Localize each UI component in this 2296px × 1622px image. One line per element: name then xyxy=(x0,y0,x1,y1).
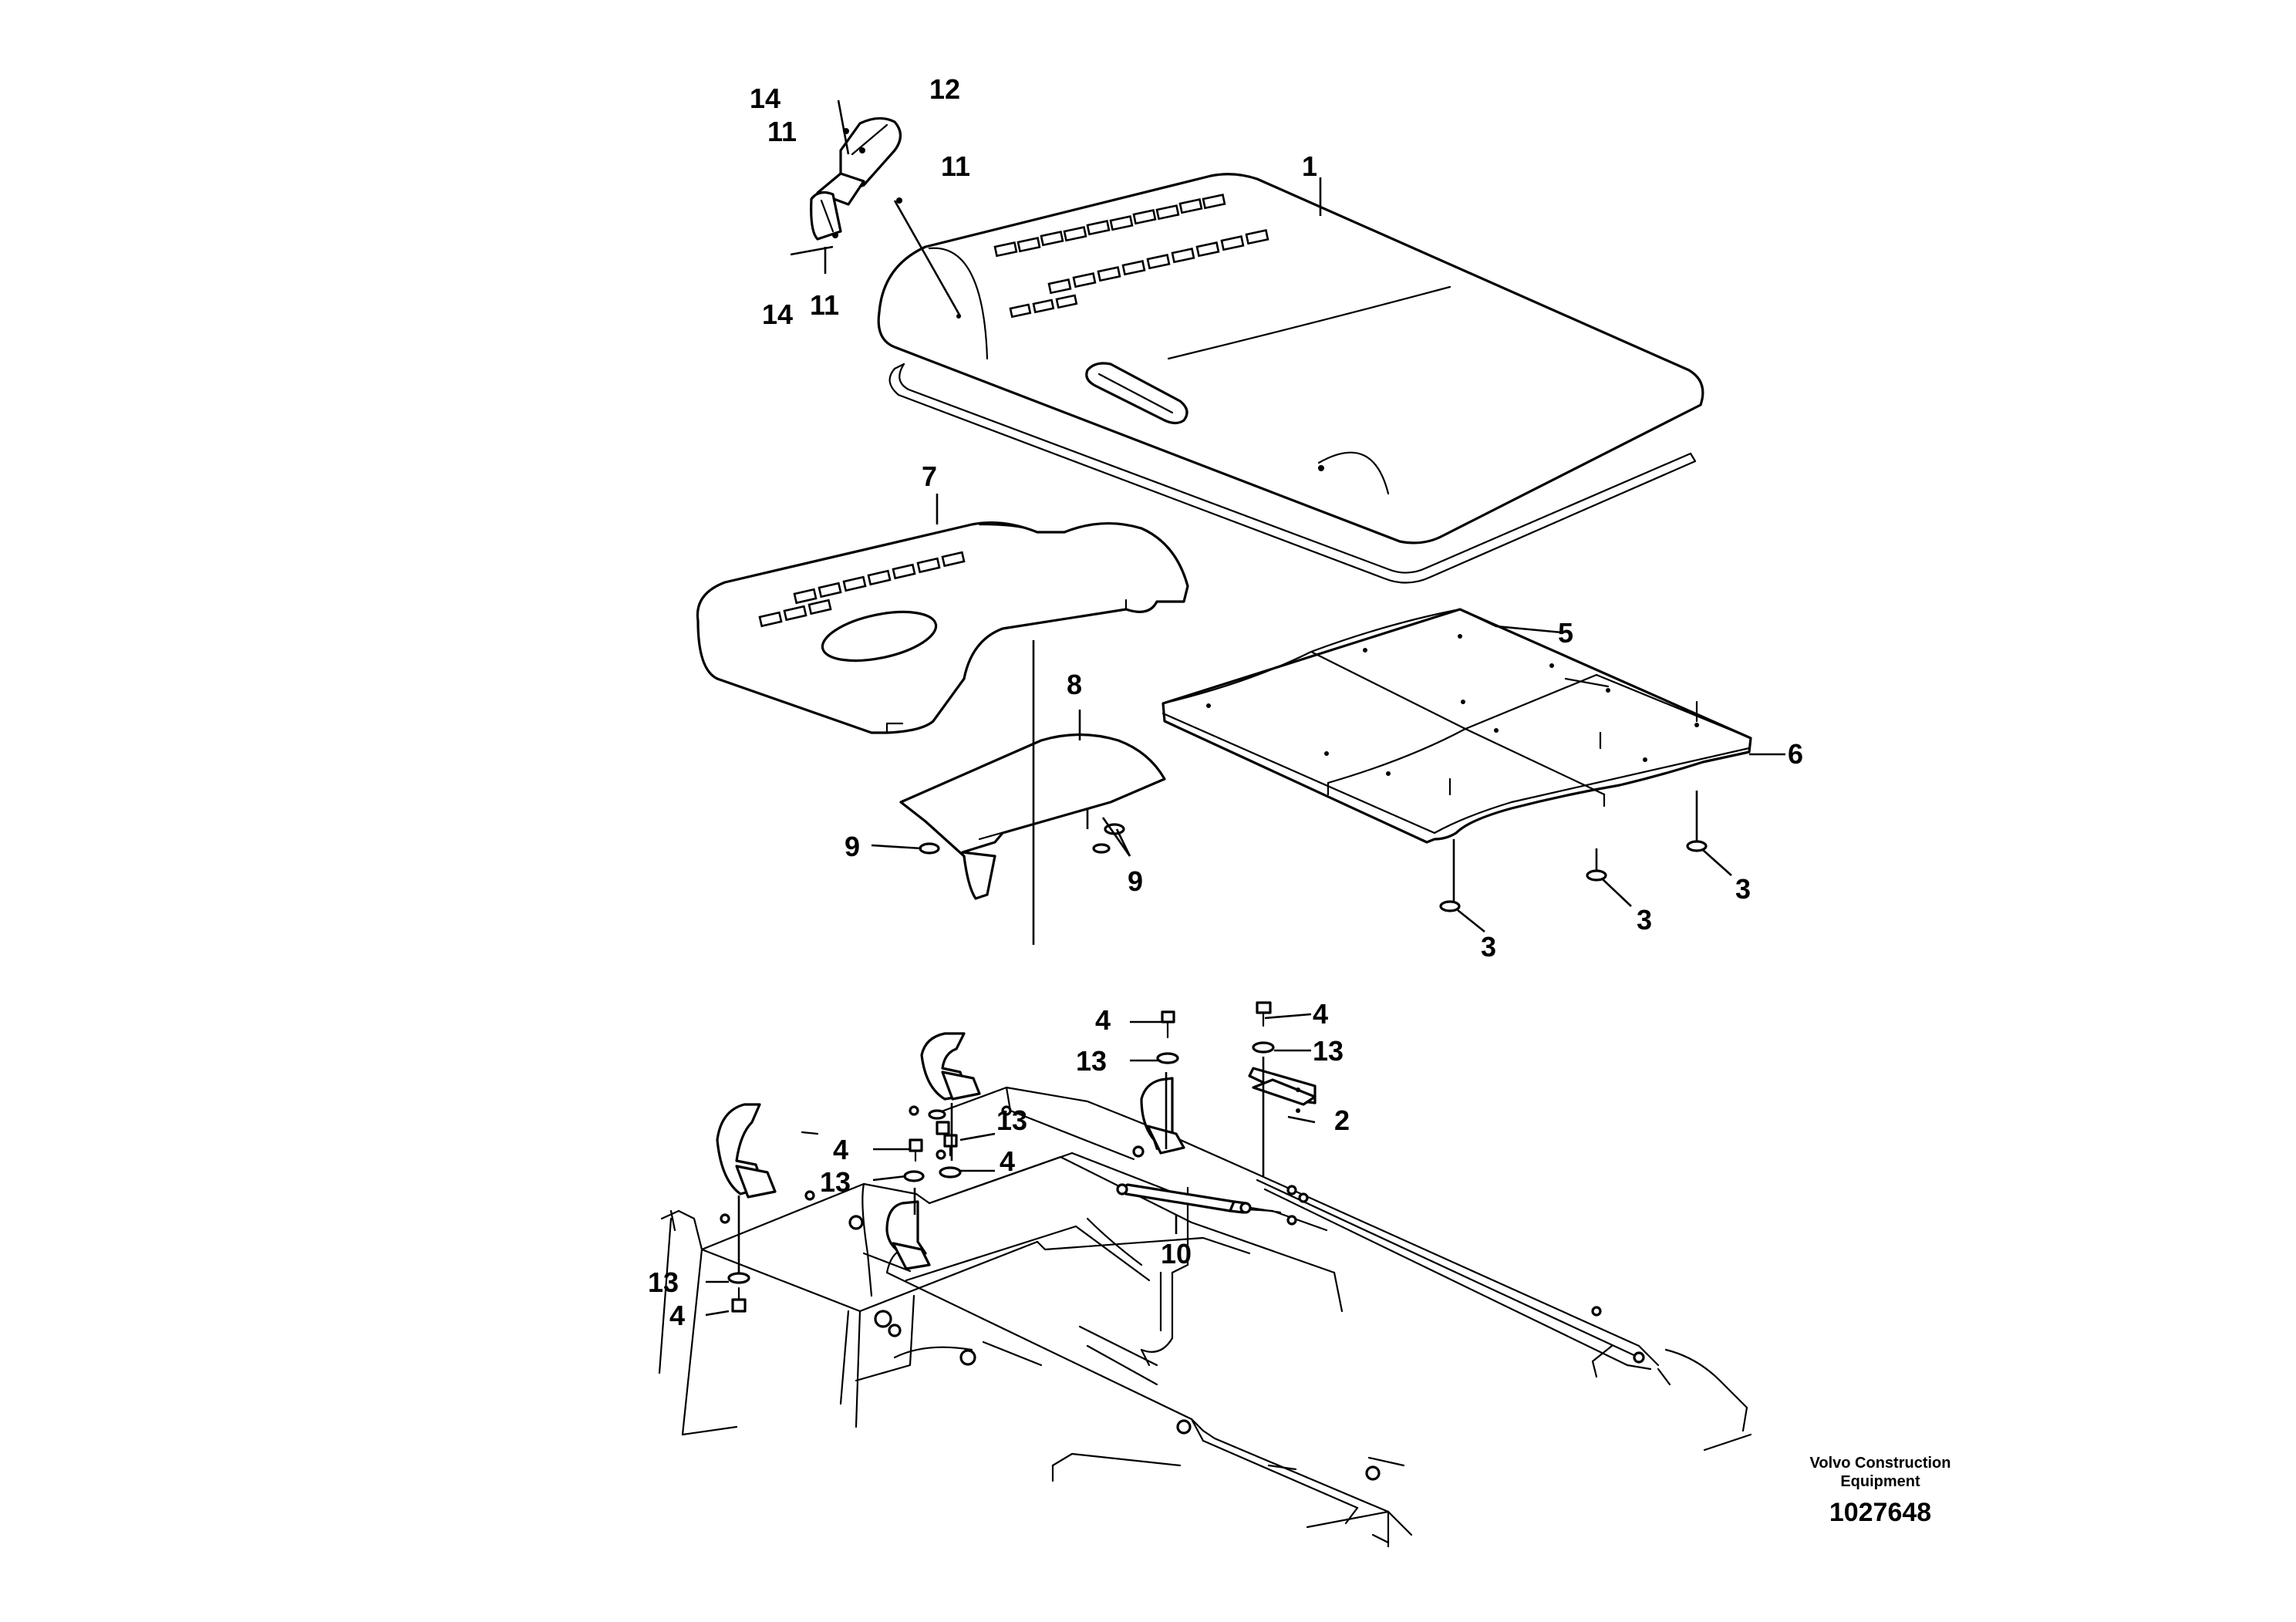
callout-14-top: 14 xyxy=(750,83,781,114)
callout-6: 6 xyxy=(1788,738,1803,770)
callout-13-c: 13 xyxy=(996,1104,1027,1136)
callout-4-b: 4 xyxy=(1313,998,1328,1030)
footer-block: Volvo Construction Equipment 1027648 xyxy=(1810,1455,1951,1527)
engine-hood xyxy=(877,173,1704,545)
engine-cover xyxy=(696,521,1189,734)
callout-9-right: 9 xyxy=(1128,865,1143,897)
insulation-panel xyxy=(1161,608,1752,844)
brand-name-line2: Equipment xyxy=(1840,1473,1920,1490)
callout-5: 5 xyxy=(1558,617,1573,649)
callout-13-b: 13 xyxy=(1313,1035,1344,1067)
machine-frame xyxy=(658,1082,1752,1548)
callout-7: 7 xyxy=(922,460,937,492)
gas-strut xyxy=(1116,1183,1282,1214)
callout-11-right: 11 xyxy=(941,150,970,182)
callout-13-d: 13 xyxy=(820,1166,851,1198)
callout-3-c: 3 xyxy=(1735,873,1751,905)
callout-labels: 1 12 14 11 11 14 11 7 8 5 6 9 9 3 3 3 4 … xyxy=(648,73,1803,1331)
callout-4-e: 4 xyxy=(669,1300,685,1331)
callout-2: 2 xyxy=(1334,1104,1350,1136)
callout-4-d: 4 xyxy=(1000,1145,1015,1177)
callout-4-c: 4 xyxy=(833,1134,848,1165)
bolts-and-washers xyxy=(727,1001,1275,1313)
hood-handle xyxy=(1085,362,1188,425)
callout-3-b: 3 xyxy=(1637,904,1652,936)
callout-13-e: 13 xyxy=(648,1266,679,1298)
callout-10: 10 xyxy=(1161,1238,1192,1270)
callout-11-bottom: 11 xyxy=(810,289,839,321)
callout-3-a: 3 xyxy=(1481,931,1496,963)
drawing-reference-number: 1027648 xyxy=(1829,1498,1931,1527)
hood-vent-slots-rear xyxy=(993,194,1226,258)
washers xyxy=(919,823,1708,912)
brand-name-line1: Volvo Construction xyxy=(1810,1455,1951,1472)
callout-4-a: 4 xyxy=(1095,1004,1111,1036)
callout-13-a: 13 xyxy=(1076,1045,1107,1077)
callout-8: 8 xyxy=(1067,669,1082,700)
callout-9-left: 9 xyxy=(845,831,860,862)
hood-seal-strip xyxy=(888,363,1697,584)
hood-vent-slots-middle xyxy=(1009,294,1078,319)
leader-lines-upper xyxy=(871,177,1785,945)
leader-lines-lower xyxy=(705,1013,1316,1317)
latch-assembly xyxy=(790,99,962,317)
callout-14-bottom: 14 xyxy=(762,298,793,330)
hood-vent-slots-front xyxy=(1047,229,1269,295)
callout-1: 1 xyxy=(1302,150,1317,182)
callout-12: 12 xyxy=(929,73,960,105)
mounting-brackets xyxy=(716,1032,1317,1270)
cover-vent-slots xyxy=(758,551,966,628)
callout-11-top: 11 xyxy=(767,116,797,147)
